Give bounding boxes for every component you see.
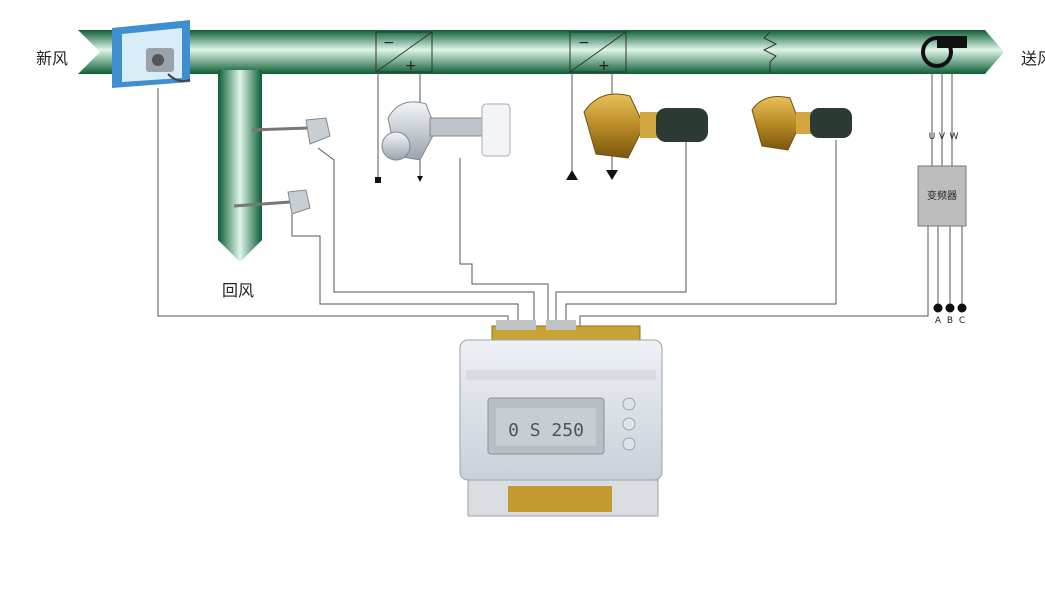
coil2-minus-sign: −: [578, 35, 590, 51]
controller-display-text: 0 S 250: [508, 420, 584, 441]
inverter-label: 变频器: [927, 189, 957, 202]
supply-air-label: 送风: [1021, 49, 1045, 68]
coil1-terminal-arrow: [417, 176, 423, 182]
electric-heater: [762, 31, 778, 72]
coil2-plus-sign: +: [598, 58, 610, 74]
terminal-w-label: W: [950, 132, 959, 142]
valve-1-with-actuator: [381, 101, 511, 161]
coil1-plus-sign: +: [405, 58, 417, 74]
terminal-b-label: B: [947, 316, 953, 326]
cooling-coil-2: [569, 31, 627, 73]
return-air-label: 回风: [222, 281, 254, 300]
terminal-v-label: V: [939, 132, 946, 142]
fresh-air-label: 新风: [36, 49, 68, 68]
terminal-c-label: C: [959, 316, 965, 326]
terminal-b-dot: [945, 303, 955, 313]
valve-3-with-actuator: [751, 96, 852, 151]
return-temperature-sensor: [233, 189, 311, 215]
controller-unit: [459, 320, 663, 517]
coil1-minus-sign: −: [383, 35, 395, 51]
terminal-c-dot: [957, 303, 967, 313]
main-duct: [78, 30, 1004, 74]
heating-coil-1: [375, 31, 433, 73]
coil2-supply-arrow-icon: [566, 170, 578, 180]
wiring: [157, 72, 963, 330]
terminal-a-dot: [933, 303, 943, 313]
terminal-a-label: A: [935, 316, 942, 326]
inverter-box: [917, 165, 967, 227]
fresh-air-damper-actuator: [112, 20, 191, 88]
return-duct: [218, 70, 262, 262]
coil2-return-arrow-icon: [606, 170, 618, 180]
terminal-u-label: U: [929, 132, 936, 142]
coil1-terminal-square: [375, 177, 381, 183]
valve-2-with-actuator: [583, 93, 708, 159]
fan-icon: [921, 36, 967, 68]
return-humidity-sensor: [251, 117, 331, 145]
